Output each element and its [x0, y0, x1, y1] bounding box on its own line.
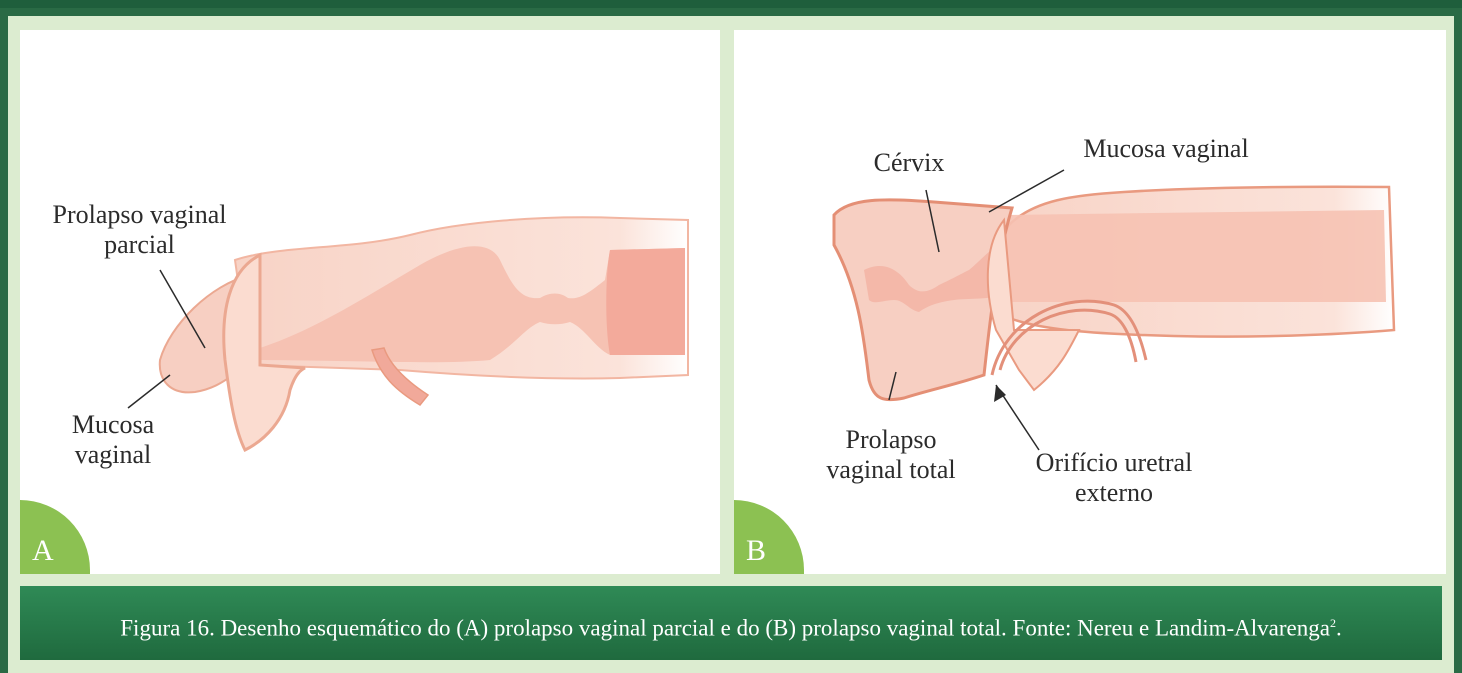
caption-text: Figura 16. Desenho esquemático do (A) pr…	[120, 616, 1330, 641]
label-cervix: Cérvix	[854, 148, 964, 178]
vaginal-lumen-b	[1004, 210, 1386, 302]
label-prolapso-total-line2: vaginal total	[816, 455, 966, 485]
label-prolapso-parcial-line2: parcial	[42, 230, 237, 260]
leader-mucosa-vaginal	[128, 375, 170, 408]
outer-frame: Prolapso vaginal parcial Mucosa vaginal …	[0, 8, 1462, 673]
label-orificio-uretral: Orifício uretral externo	[1024, 448, 1204, 508]
panel-b: Cérvix Mucosa vaginal Prolapso vaginal t…	[734, 30, 1446, 574]
label-prolapso-parcial-line1: Prolapso vaginal	[42, 200, 237, 230]
label-mucosa-a-line2: vaginal	[58, 440, 168, 470]
label-orificio-line1: Orifício uretral	[1024, 448, 1204, 478]
caption-end: .	[1336, 616, 1342, 641]
panel-a-letter: A	[32, 534, 54, 568]
label-mucosa-vaginal-a: Mucosa vaginal	[58, 410, 168, 470]
label-prolapso-parcial: Prolapso vaginal parcial	[42, 200, 237, 260]
label-orificio-line2: externo	[1024, 478, 1204, 508]
figure-container: Prolapso vaginal parcial Mucosa vaginal …	[8, 16, 1454, 673]
label-mucosa-a-line1: Mucosa	[58, 410, 168, 440]
panel-a: Prolapso vaginal parcial Mucosa vaginal …	[20, 30, 720, 574]
label-prolapso-total-line1: Prolapso	[816, 425, 966, 455]
panel-a-drawing	[20, 30, 720, 574]
label-prolapso-total: Prolapso vaginal total	[816, 425, 966, 485]
arrow-head-orificio	[994, 385, 1006, 402]
label-mucosa-vaginal-b: Mucosa vaginal	[1066, 134, 1266, 164]
figure-caption: Figura 16. Desenho esquemático do (A) pr…	[20, 586, 1442, 660]
cervix-block	[606, 248, 685, 355]
panel-b-letter: B	[746, 534, 766, 568]
